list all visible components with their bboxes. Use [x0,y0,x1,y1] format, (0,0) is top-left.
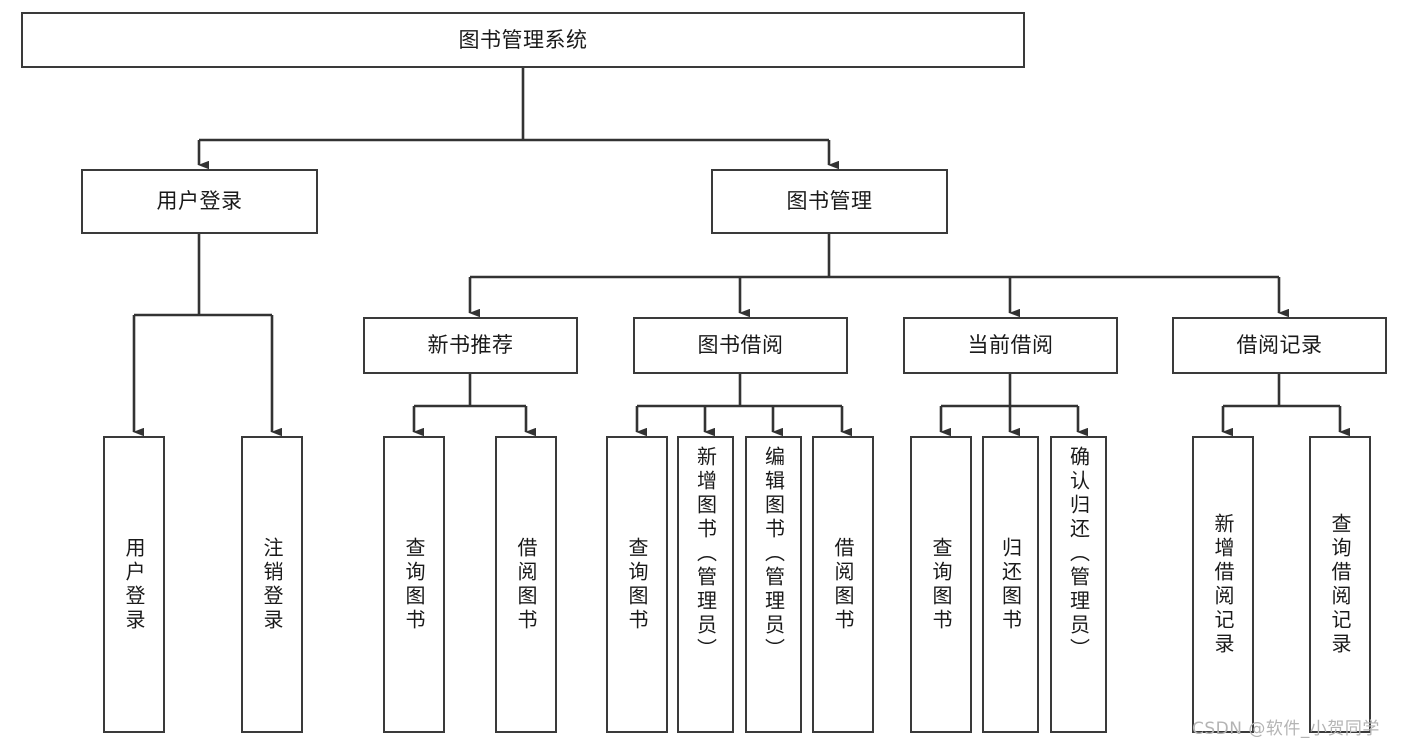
connector-borrowrecord-to-leaves [1221,374,1350,437]
node-label-book-management: 图书管理 [786,189,873,214]
leaf-label-new-book-borrow: 借阅图书 [514,536,538,633]
leaf-label-borrow-record-query: 查询借阅记录 [1328,512,1352,657]
node-book-management[interactable]: 图书管理 [711,169,948,234]
node-current-borrow[interactable]: 当前借阅 [903,317,1118,374]
connector-bookmgmt-to-level3 [468,234,1289,318]
leaf-user-login-logout[interactable]: 注销登录 [241,436,303,733]
leaf-label-user-login-logout: 注销登录 [260,536,284,633]
leaf-book-borrow-add[interactable]: 新增图书（管理员） [677,436,734,733]
node-root-system[interactable]: 图书管理系统 [21,12,1025,68]
leaf-book-borrow-query[interactable]: 查询图书 [606,436,668,733]
leaf-label-current-borrow-confirm: 确认归还（管理员） [1066,446,1091,662]
node-borrow-record[interactable]: 借阅记录 [1172,317,1387,374]
node-label-user-login: 用户登录 [156,189,243,214]
leaf-new-book-borrow[interactable]: 借阅图书 [495,436,557,733]
node-label-borrow-record: 借阅记录 [1236,333,1323,358]
node-label-current-borrow: 当前借阅 [967,333,1054,358]
node-book-borrow[interactable]: 图书借阅 [633,317,848,374]
leaf-label-current-borrow-query: 查询图书 [929,536,953,633]
connector-newbook-to-leaves [412,374,536,437]
node-label-new-book-recommend: 新书推荐 [427,333,514,358]
leaf-label-borrow-record-add: 新增借阅记录 [1211,512,1235,657]
leaf-label-book-borrow-borrow: 借阅图书 [831,536,855,633]
node-label-book-borrow: 图书借阅 [697,333,784,358]
leaf-book-borrow-borrow[interactable]: 借阅图书 [812,436,874,733]
connector-currentborrow-to-leaves [939,374,1088,437]
leaf-label-book-borrow-query: 查询图书 [625,536,649,633]
connector-bookborrow-to-leaves [635,374,852,437]
node-label-root: 图书管理系统 [458,27,588,52]
leaf-label-book-borrow-add: 新增图书（管理员） [693,446,718,662]
leaf-label-user-login-login: 用户登录 [122,536,146,633]
node-new-book-recommend[interactable]: 新书推荐 [363,317,578,374]
leaf-current-borrow-confirm[interactable]: 确认归还（管理员） [1050,436,1107,733]
leaf-borrow-record-query[interactable]: 查询借阅记录 [1309,436,1371,733]
leaf-current-borrow-query[interactable]: 查询图书 [910,436,972,733]
leaf-label-book-borrow-edit: 编辑图书（管理员） [761,446,786,662]
leaf-label-current-borrow-return: 归还图书 [998,536,1023,633]
leaf-user-login-login[interactable]: 用户登录 [103,436,165,733]
csdn-watermark: CSDN @软件_小贺同学 [1192,719,1380,739]
leaf-borrow-record-add[interactable]: 新增借阅记录 [1192,436,1254,733]
node-user-login[interactable]: 用户登录 [81,169,318,234]
leaf-label-new-book-query: 查询图书 [402,536,426,633]
connector-userlogin-to-leaves [132,234,282,437]
connector-root-to-level2 [197,68,839,170]
leaf-new-book-query[interactable]: 查询图书 [383,436,445,733]
leaf-current-borrow-return[interactable]: 归还图书 [982,436,1039,733]
leaf-book-borrow-edit[interactable]: 编辑图书（管理员） [745,436,802,733]
